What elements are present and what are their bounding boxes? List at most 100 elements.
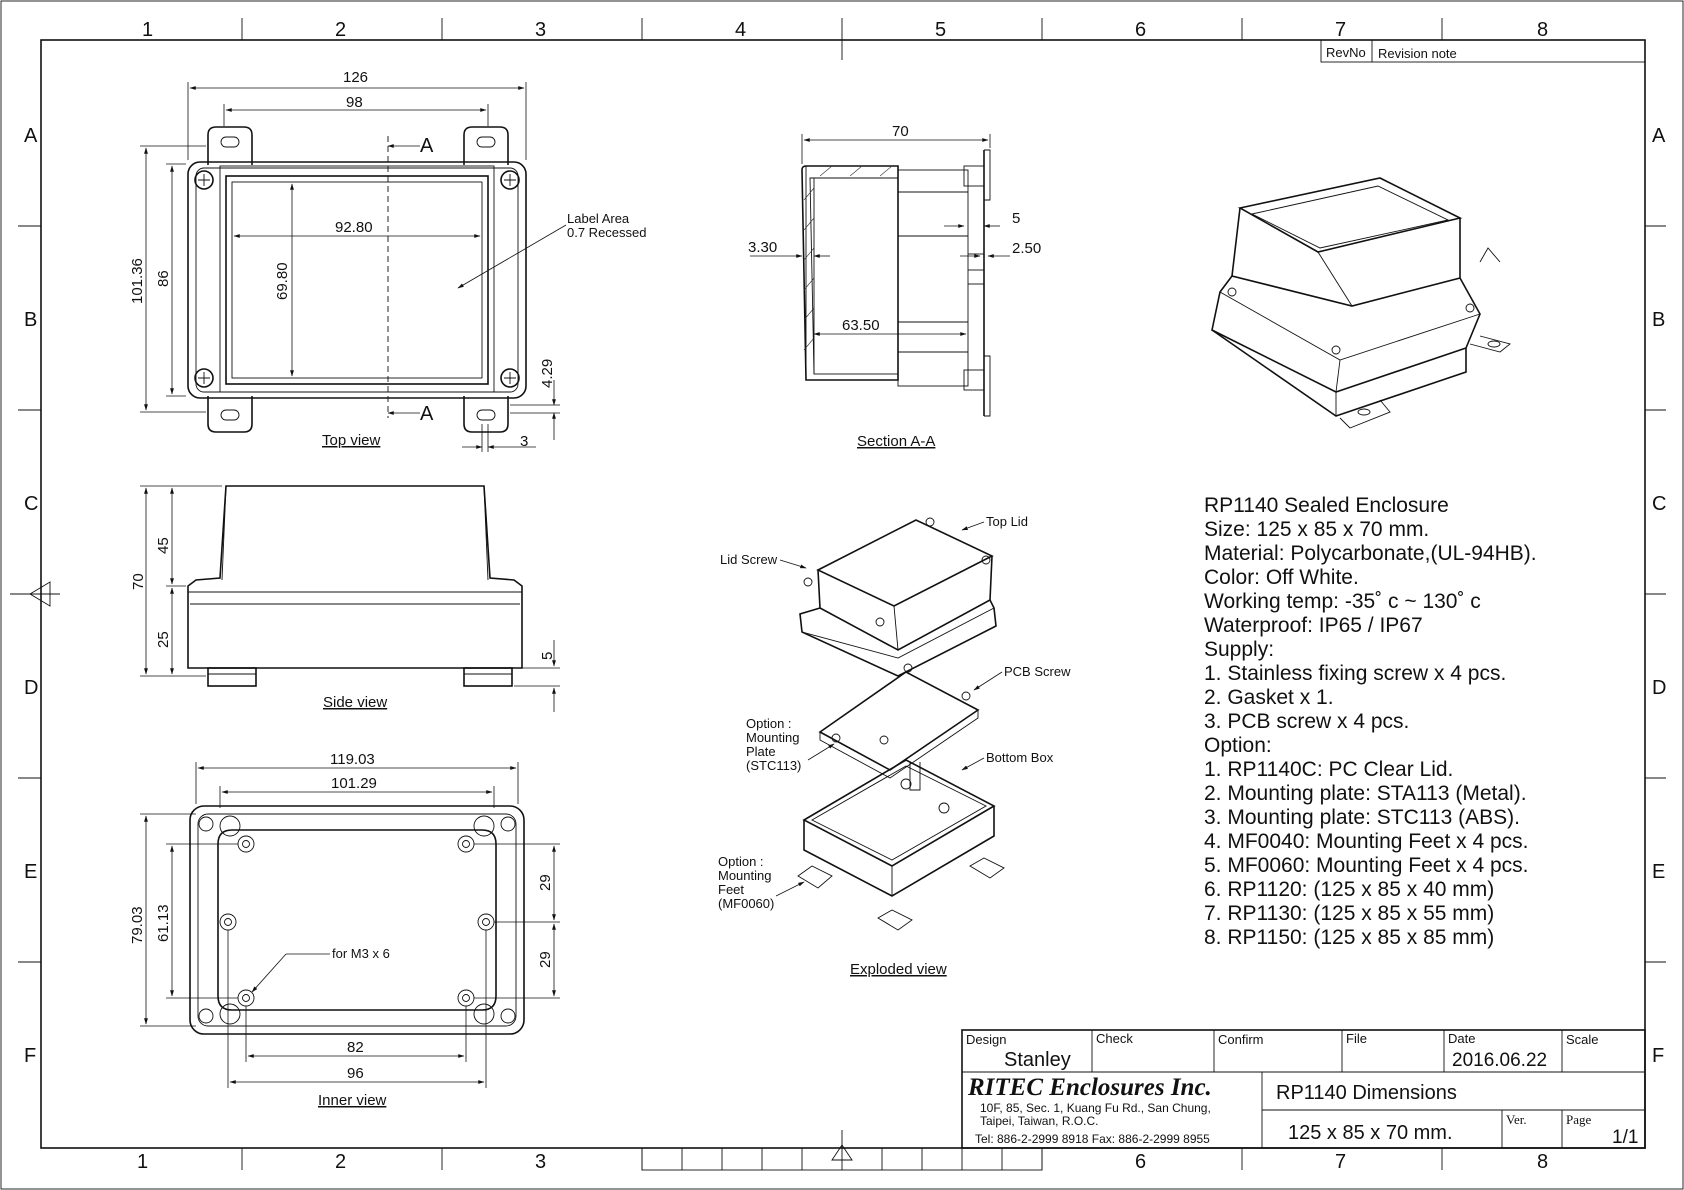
spec-line: Supply: bbox=[1204, 638, 1275, 661]
grid-row-d-right: D bbox=[1652, 677, 1666, 699]
exploded-top-lid-label: Top Lid bbox=[986, 514, 1028, 529]
spec-line: RP1140 Sealed Enclosure bbox=[1204, 494, 1449, 517]
spec-line: 3. Mounting plate: STC113 (ABS). bbox=[1204, 806, 1520, 829]
grid-col-8: 8 bbox=[1537, 19, 1548, 41]
label-area-line2: 0.7 Recessed bbox=[567, 225, 647, 240]
grid-row-a-right: A bbox=[1652, 125, 1666, 147]
section-cut-marker-top: A bbox=[420, 135, 434, 157]
top-view: A A 126 98 92.80 69.80 101.36 86 4.29 3 … bbox=[129, 69, 647, 452]
grid-col-3: 3 bbox=[535, 19, 546, 41]
inner-dim-119-03: 119.03 bbox=[330, 751, 375, 768]
design-label: Design bbox=[966, 1032, 1006, 1047]
grid-col-6-bottom: 6 bbox=[1135, 1151, 1146, 1173]
company-phone-fax: Tel: 886-2-2999 8918 Fax: 886-2-2999 895… bbox=[975, 1132, 1210, 1146]
grid-row-b-right: B bbox=[1652, 309, 1665, 331]
grid-row-b: B bbox=[24, 309, 37, 331]
exploded-feet-line1: Option : bbox=[718, 854, 764, 869]
exploded-view-label: Exploded view bbox=[850, 961, 947, 978]
grid-col-7: 7 bbox=[1335, 19, 1346, 41]
isometric-view bbox=[1211, 177, 1511, 429]
inner-view-label: Inner view bbox=[318, 1092, 387, 1109]
spec-line: 6. RP1120: (125 x 85 x 40 mm) bbox=[1204, 878, 1495, 901]
section-view-label: Section A-A bbox=[857, 433, 935, 450]
inner-dim-96: 96 bbox=[347, 1065, 364, 1082]
section-dim-70: 70 bbox=[892, 123, 909, 140]
spec-line: 1. RP1140C: PC Clear Lid. bbox=[1204, 758, 1454, 781]
check-label: Check bbox=[1096, 1031, 1133, 1046]
drawing-size: 125 x 85 x 70 mm. bbox=[1288, 1122, 1453, 1144]
grid-col-7-bottom: 7 bbox=[1335, 1151, 1346, 1173]
inner-dim-61-13: 61.13 bbox=[155, 904, 172, 942]
dim-101-36: 101.36 bbox=[129, 258, 146, 304]
spec-line: Material: Polycarbonate,(UL-94HB). bbox=[1204, 542, 1537, 565]
inner-dim-82: 82 bbox=[347, 1039, 364, 1056]
company-address-1: 10F, 85, Sec. 1, Kuang Fu Rd., San Chung… bbox=[980, 1101, 1211, 1115]
revision-no-header: RevNo bbox=[1326, 45, 1366, 60]
spec-line: Color: Off White. bbox=[1204, 566, 1359, 589]
specification-notes: RP1140 Sealed Enclosure Size: 125 x 85 x… bbox=[1204, 494, 1537, 950]
spec-line: 7. RP1130: (125 x 85 x 55 mm) bbox=[1204, 902, 1495, 925]
grid-row-d: D bbox=[24, 677, 38, 699]
inner-dim-29-top: 29 bbox=[537, 874, 554, 891]
date-label: Date bbox=[1448, 1031, 1475, 1046]
inner-m3-note: for M3 x 6 bbox=[332, 946, 390, 961]
title-block: Design Stanley Check Confirm File Date 2… bbox=[961, 1029, 1646, 1149]
grid-col-1: 1 bbox=[142, 19, 153, 41]
grid-row-e: E bbox=[24, 861, 37, 883]
spec-line: 1. Stainless fixing screw x 4 pcs. bbox=[1204, 662, 1507, 685]
spec-line: Working temp: -35˚ c ~ 130˚ c bbox=[1204, 590, 1481, 613]
grid-row-c: C bbox=[24, 493, 38, 515]
exploded-feet-line2: Mounting bbox=[718, 868, 771, 883]
grid-row-labels: A B C D E F A B C D E F bbox=[24, 125, 1666, 1067]
page-label: Page bbox=[1566, 1112, 1592, 1127]
side-view-label: Side view bbox=[323, 694, 387, 711]
section-view: 70 3.30 5 2.50 63.50 Section A-A bbox=[748, 123, 1041, 450]
section-dim-63-50: 63.50 bbox=[842, 317, 880, 334]
grid-row-c-right: C bbox=[1652, 493, 1666, 515]
spec-line: 8. RP1150: (125 x 85 x 85 mm) bbox=[1204, 926, 1495, 949]
exploded-plate-line4: (STC113) bbox=[746, 758, 801, 773]
dim-86: 86 bbox=[155, 270, 172, 287]
grid-row-a: A bbox=[24, 125, 38, 147]
grid-column-labels-top: 1 2 3 4 5 6 7 8 bbox=[142, 19, 1548, 41]
page-value: 1/1 bbox=[1612, 1127, 1638, 1148]
inner-dim-101-29: 101.29 bbox=[331, 775, 377, 792]
inner-dim-79-03: 79.03 bbox=[129, 906, 146, 944]
exploded-plate-line2: Mounting bbox=[746, 730, 799, 745]
section-dim-2-50: 2.50 bbox=[1012, 240, 1041, 257]
grid-col-8-bottom: 8 bbox=[1537, 1151, 1548, 1173]
spec-line: 2. Gasket x 1. bbox=[1204, 686, 1334, 709]
spec-line: 3. PCB screw x 4 pcs. bbox=[1204, 710, 1410, 733]
date-value: 2016.06.22 bbox=[1452, 1050, 1547, 1071]
drawing-title: RP1140 Dimensions bbox=[1276, 1082, 1457, 1104]
grid-col-3-bottom: 3 bbox=[535, 1151, 546, 1173]
exploded-plate-line3: Plate bbox=[746, 744, 776, 759]
side-view: 70 45 25 5 Side view bbox=[130, 485, 560, 712]
side-dim-5: 5 bbox=[539, 652, 556, 660]
dim-69-80: 69.80 bbox=[274, 262, 291, 300]
scale-label: Scale bbox=[1566, 1032, 1599, 1047]
dim-98: 98 bbox=[346, 94, 363, 111]
version-label: Ver. bbox=[1506, 1112, 1527, 1127]
grid-row-e-right: E bbox=[1652, 861, 1665, 883]
section-dim-5: 5 bbox=[1012, 210, 1020, 227]
revision-table: RevNo Revision note bbox=[1320, 39, 1646, 63]
revision-note-header: Revision note bbox=[1378, 46, 1457, 61]
label-area-line1: Label Area bbox=[567, 211, 630, 226]
dim-4-29: 4.29 bbox=[539, 359, 556, 388]
section-cut-marker-bottom: A bbox=[420, 403, 434, 425]
grid-column-labels-bottom: 1 2 3 6 7 8 bbox=[137, 1151, 1548, 1173]
side-dim-70: 70 bbox=[130, 573, 147, 590]
grid-col-4: 4 bbox=[735, 19, 746, 41]
spec-line: Waterproof: IP65 / IP67 bbox=[1204, 614, 1423, 637]
confirm-label: Confirm bbox=[1218, 1032, 1264, 1047]
exploded-view: Top Lid Lid Screw PCB Screw Option : Mou… bbox=[718, 514, 1071, 978]
file-label: File bbox=[1346, 1031, 1367, 1046]
design-value: Stanley bbox=[1004, 1049, 1071, 1071]
spec-line: 4. MF0040: Mounting Feet x 4 pcs. bbox=[1204, 830, 1529, 853]
grid-col-1-bottom: 1 bbox=[137, 1151, 148, 1173]
spec-line: 2. Mounting plate: STA113 (Metal). bbox=[1204, 782, 1527, 805]
spec-line: Size: 125 x 85 x 70 mm. bbox=[1204, 518, 1430, 541]
exploded-plate-line1: Option : bbox=[746, 716, 792, 731]
